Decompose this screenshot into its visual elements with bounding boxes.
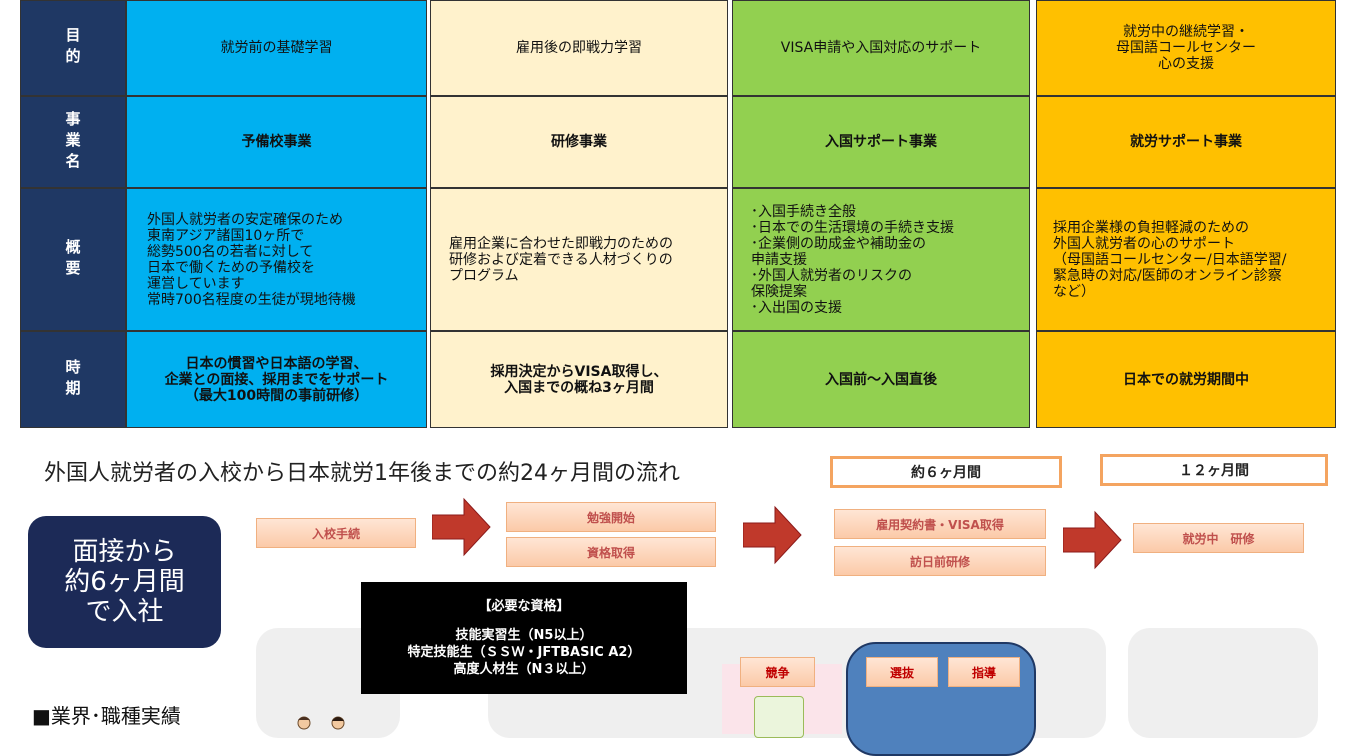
tag-guidance: 指導 [948,657,1020,687]
step-study-start: 勉強開始 [506,502,716,532]
purpose-cell-entry-support: VISA申請や入国対応のサポート [732,0,1030,96]
industry-occupation-heading: ■業界･職種実績 [32,704,181,728]
summary-cell-prep-school: 外国人就労者の安定確保のため 東南アジア諸国10ヶ所で 総勢500名の若者に対し… [126,188,427,331]
name-cell-work-support: 就労サポート事業 [1036,96,1336,188]
flow-title: 外国人就労者の入校から日本就労1年後までの約24ヶ月間の流れ [44,461,680,486]
step-enroll: 入校手続 [256,518,416,548]
purpose-cell-training: 雇用後の即戦力学習 [430,0,728,96]
required-qualifications-box: 【必要な資格】 技能実習生（N5以上） 特定技能生（ＳＳＷ・JFTBASIC A… [361,582,687,694]
timing-cell-prep-school: 日本の慣習や日本語の学習、 企業との面接、採用までをサポート （最大100時間の… [126,331,427,428]
background-panel-right [1128,628,1318,738]
step-qualification: 資格取得 [506,537,716,567]
tag-selection: 選抜 [866,657,938,687]
summary-cell-training: 雇用企業に合わせた即戦力のための 研修および定着できる人材づくりの プログラム [430,188,728,331]
tag-competition: 競争 [740,657,815,687]
timing-cell-training: 採用決定からVISA取得し、 入国までの概ね3ヶ月間 [430,331,728,428]
qualification-highly-skilled: 高度人材生（N３以上） [453,662,595,677]
row-header-summary: 概要 [20,188,126,331]
candidate-block-shape [754,696,804,738]
business-overview-table: 目的 事業名 概要 時期 就労前の基礎学習 予備校事業 外国人就労者の安定確保の… [20,0,1336,430]
row-header-purpose: 目的 [20,0,126,96]
qualification-technical-intern: 技能実習生（N5以上） [455,628,593,643]
row-header-business-name: 事業名 [20,96,126,188]
name-cell-entry-support: 入国サポート事業 [732,96,1030,188]
step-contract-visa: 雇用契約書・VISA取得 [834,509,1046,539]
timing-cell-entry-support: 入国前～入国直後 [732,331,1030,428]
summary-cell-entry-support: ･入国手続き全般 ･日本での生活環境の手続き支援 ･企業側の助成金や補助金の 申… [732,188,1030,331]
qualification-specified-skilled: 特定技能生（ＳＳＷ・JFTBASIC A2） [407,645,641,660]
step-working-training: 就労中 研修 [1133,523,1304,553]
row-header-timing: 時期 [20,331,126,428]
summary-cell-work-support: 採用企業様の負担軽減のための 外国人就労者の心のサポート （母国語コールセンター… [1036,188,1336,331]
flow-arrow-3-icon [1063,510,1122,570]
purpose-cell-prep-school: 就労前の基礎学習 [126,0,427,96]
interview-to-hire-badge: 面接から 約6ヶ月間 で入社 [28,516,221,648]
name-cell-training: 研修事業 [430,96,728,188]
people-icon [297,716,345,730]
timing-cell-work-support: 日本での就労期間中 [1036,331,1336,428]
period-box-6-months: 約６ヶ月間 [830,456,1062,488]
name-cell-prep-school: 予備校事業 [126,96,427,188]
flow-arrow-1-icon [432,497,491,557]
period-box-12-months: １２ヶ月間 [1100,454,1328,486]
purpose-cell-work-support: 就労中の継続学習・ 母国語コールセンター 心の支援 [1036,0,1336,96]
required-qualifications-title: 【必要な資格】 [478,599,570,614]
flow-arrow-2-icon [743,505,802,565]
step-pre-visit-training: 訪日前研修 [834,546,1046,576]
